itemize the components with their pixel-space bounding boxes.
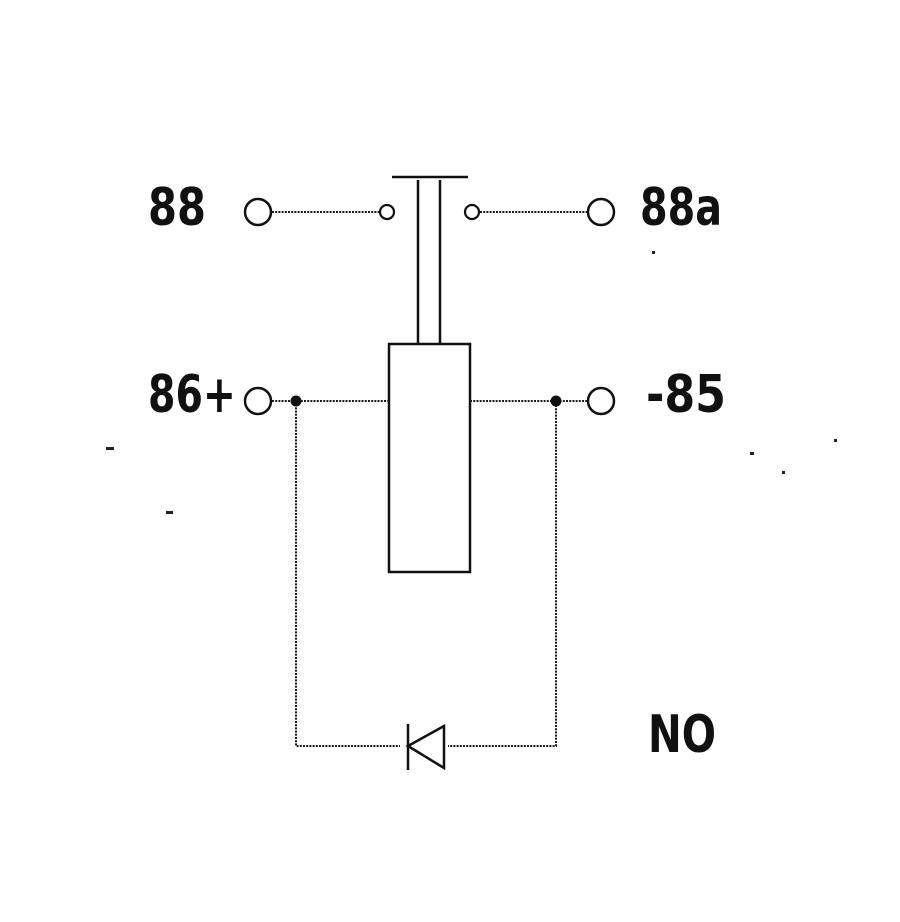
- contact-right: [463, 203, 481, 221]
- junction-86: [290, 395, 302, 407]
- contact-type-label: NO: [648, 705, 716, 765]
- terminal-88a-label: 88a: [640, 178, 722, 238]
- terminal-85-label: -85: [646, 365, 726, 425]
- terminal-86: [243, 386, 273, 416]
- relay-coil: [387, 342, 472, 574]
- terminal-86-label: 86+: [148, 365, 236, 425]
- scan-noise: [106, 251, 837, 514]
- diode-icon: [400, 723, 448, 771]
- contact-left: [378, 203, 396, 221]
- junction-85: [550, 395, 562, 407]
- terminal-88a: [586, 197, 616, 227]
- diode-loop-wire: [295, 401, 557, 747]
- terminal-88: [243, 197, 273, 227]
- terminal-88-label: 88: [148, 178, 206, 238]
- terminal-85: [586, 386, 616, 416]
